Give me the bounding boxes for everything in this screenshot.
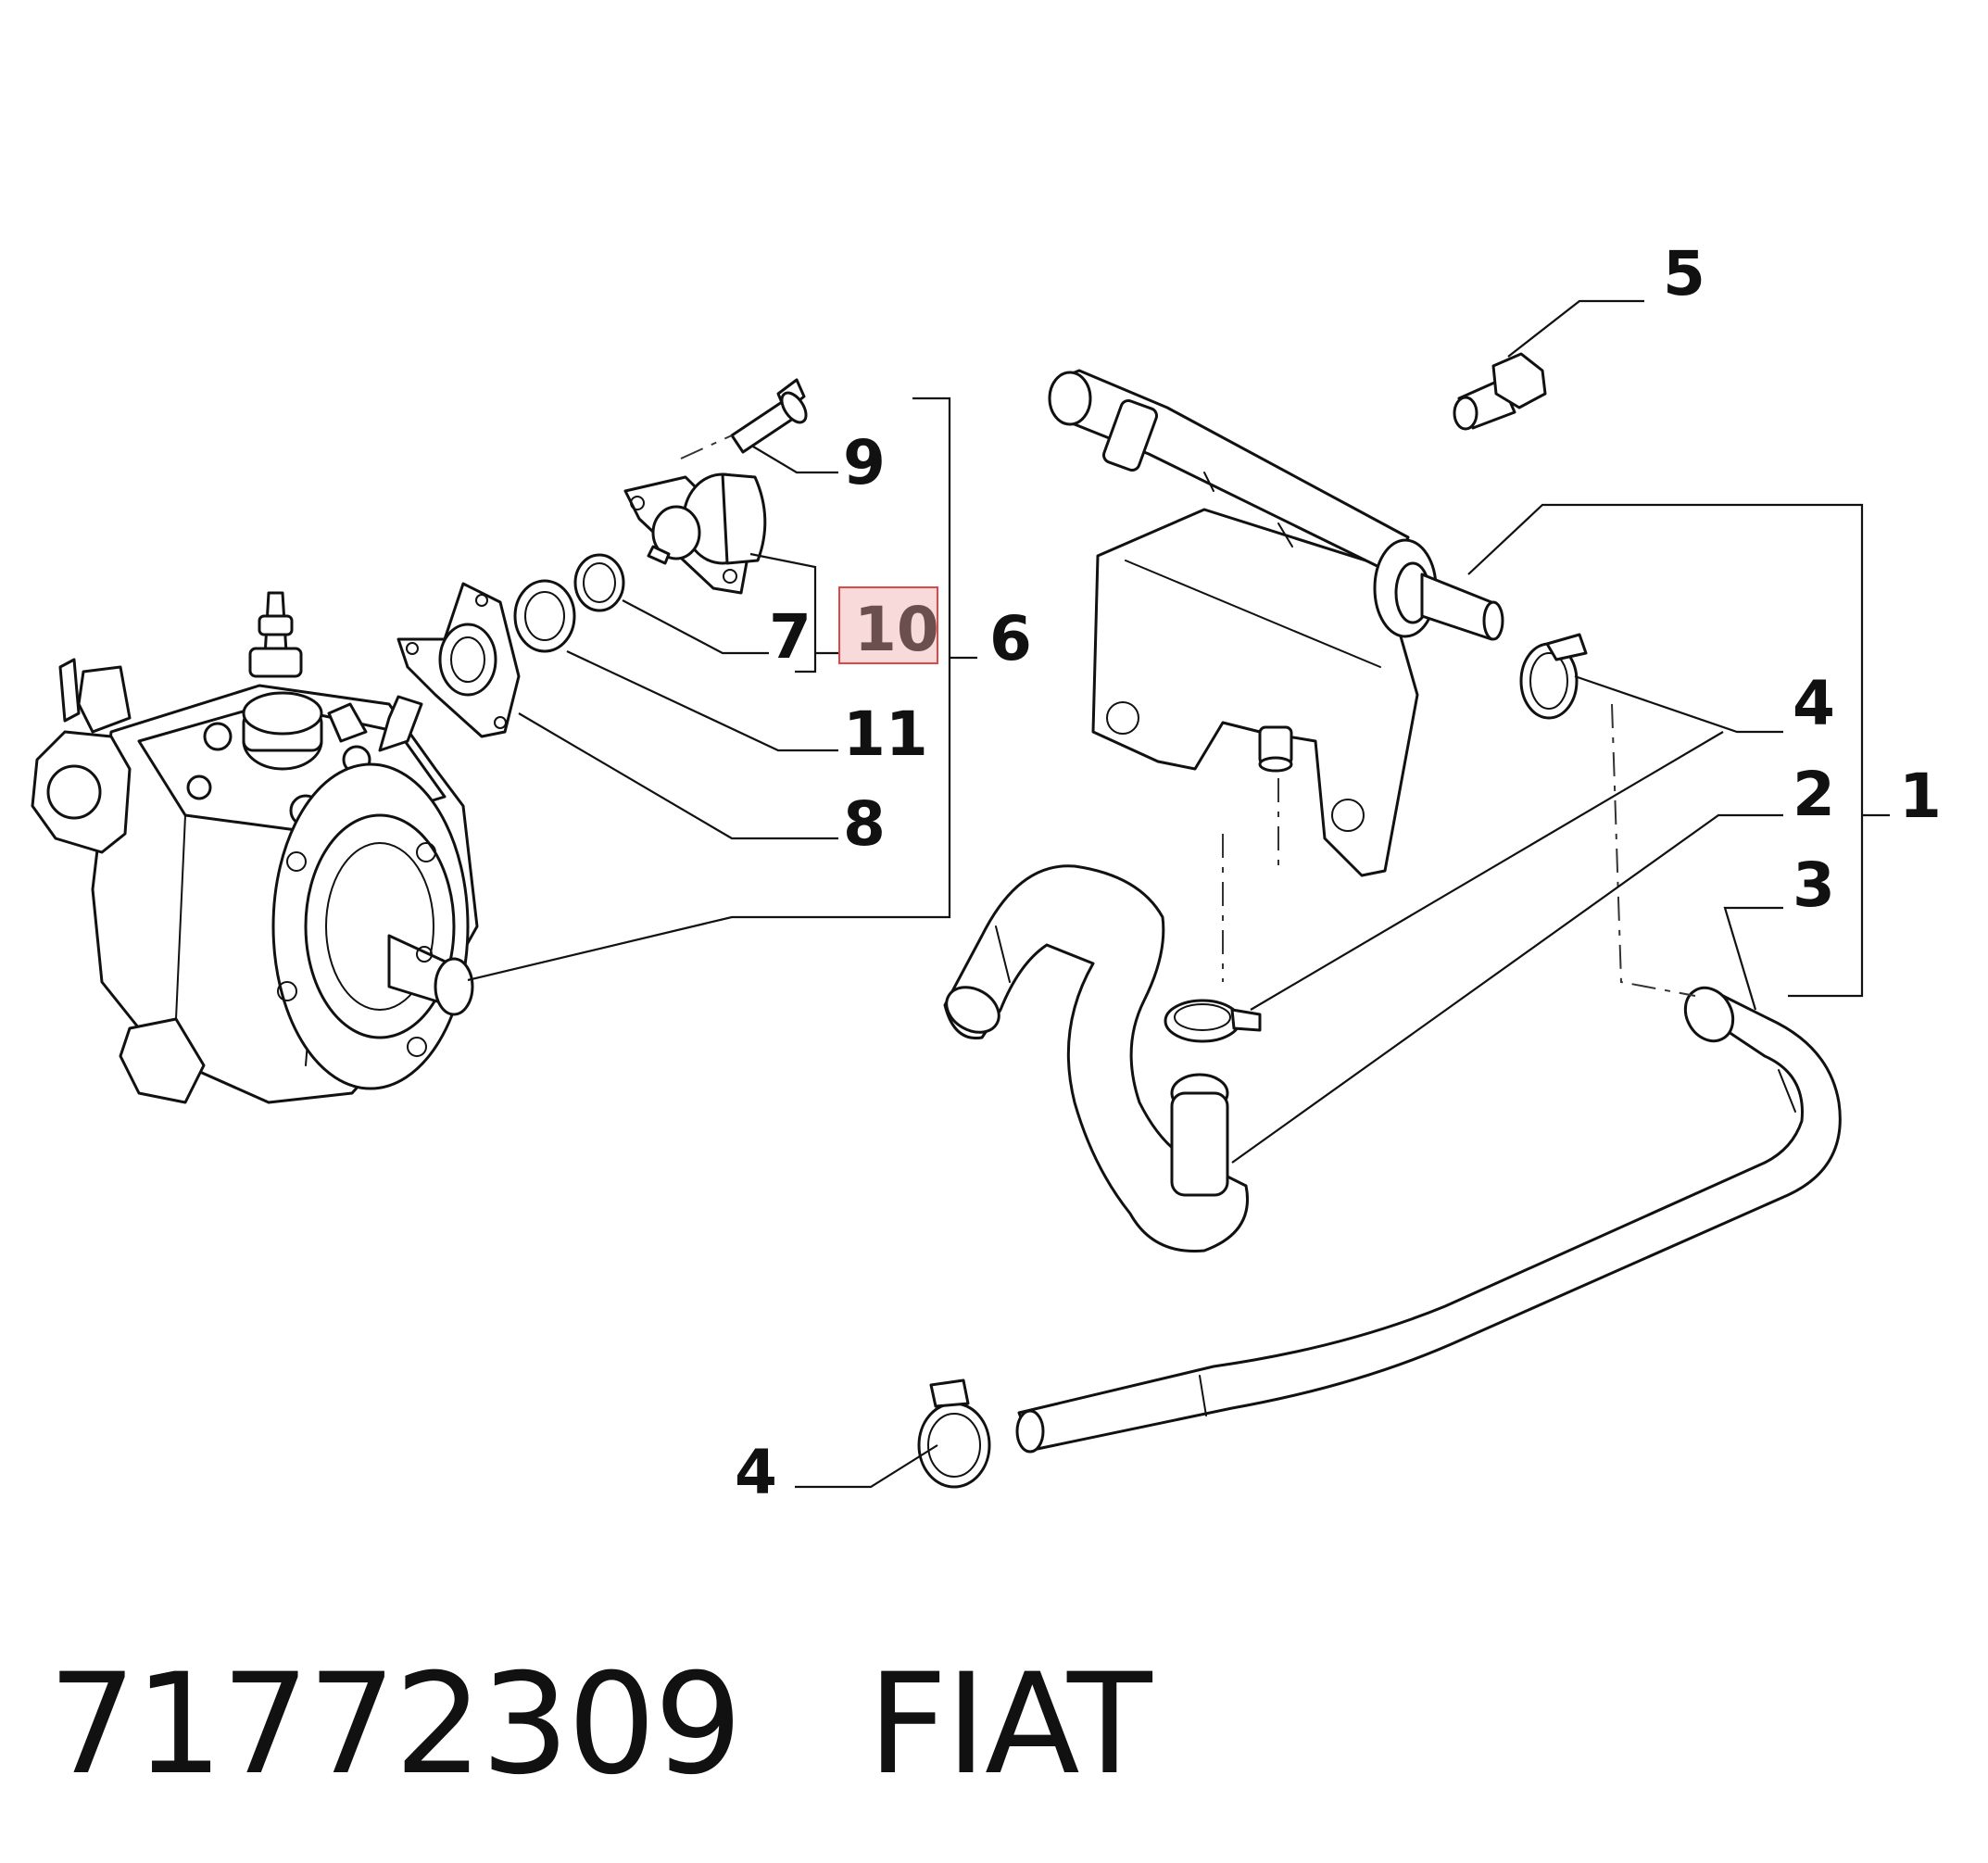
- callout-11: 11: [843, 699, 928, 770]
- highlight-box-10: [838, 586, 938, 664]
- flange-8: [396, 582, 521, 738]
- callout-8: 8: [843, 788, 886, 860]
- callout-7: 7: [769, 601, 812, 673]
- brand-name: FIAT: [867, 1644, 1152, 1806]
- part-caption: 71772309 FIAT: [48, 1644, 1152, 1806]
- callout-10: 10: [854, 594, 939, 665]
- callout-5: 5: [1663, 238, 1705, 309]
- fuel-hose-2: [943, 864, 1249, 1252]
- callout-9: 9: [843, 427, 886, 498]
- hose-clamp-4-lower: [917, 1378, 991, 1489]
- o-ring-11: [513, 579, 576, 653]
- fuel-hose-3: [1015, 986, 1842, 1454]
- bolt-9: [730, 378, 808, 454]
- callout-6: 6: [989, 603, 1032, 674]
- fuel-return-manifold: [1048, 369, 1504, 877]
- bolt-5: [1453, 352, 1547, 431]
- hose-clamp-4-upper: [1519, 633, 1588, 720]
- callout-4-lower: 4: [735, 1437, 777, 1508]
- callout-3: 3: [1793, 850, 1835, 921]
- pressure-regulator-10: [623, 472, 767, 595]
- high-pressure-pump: [31, 591, 479, 1104]
- part-number: 71772309: [48, 1644, 742, 1806]
- callout-1: 1: [1899, 761, 1942, 832]
- pressure-regulator-group: [396, 378, 808, 738]
- hose-clamp-4-middle: [1164, 999, 1262, 1043]
- callout-4-upper: 4: [1793, 668, 1835, 739]
- leader-lines: [467, 299, 1890, 1489]
- callout-2: 2: [1793, 759, 1835, 830]
